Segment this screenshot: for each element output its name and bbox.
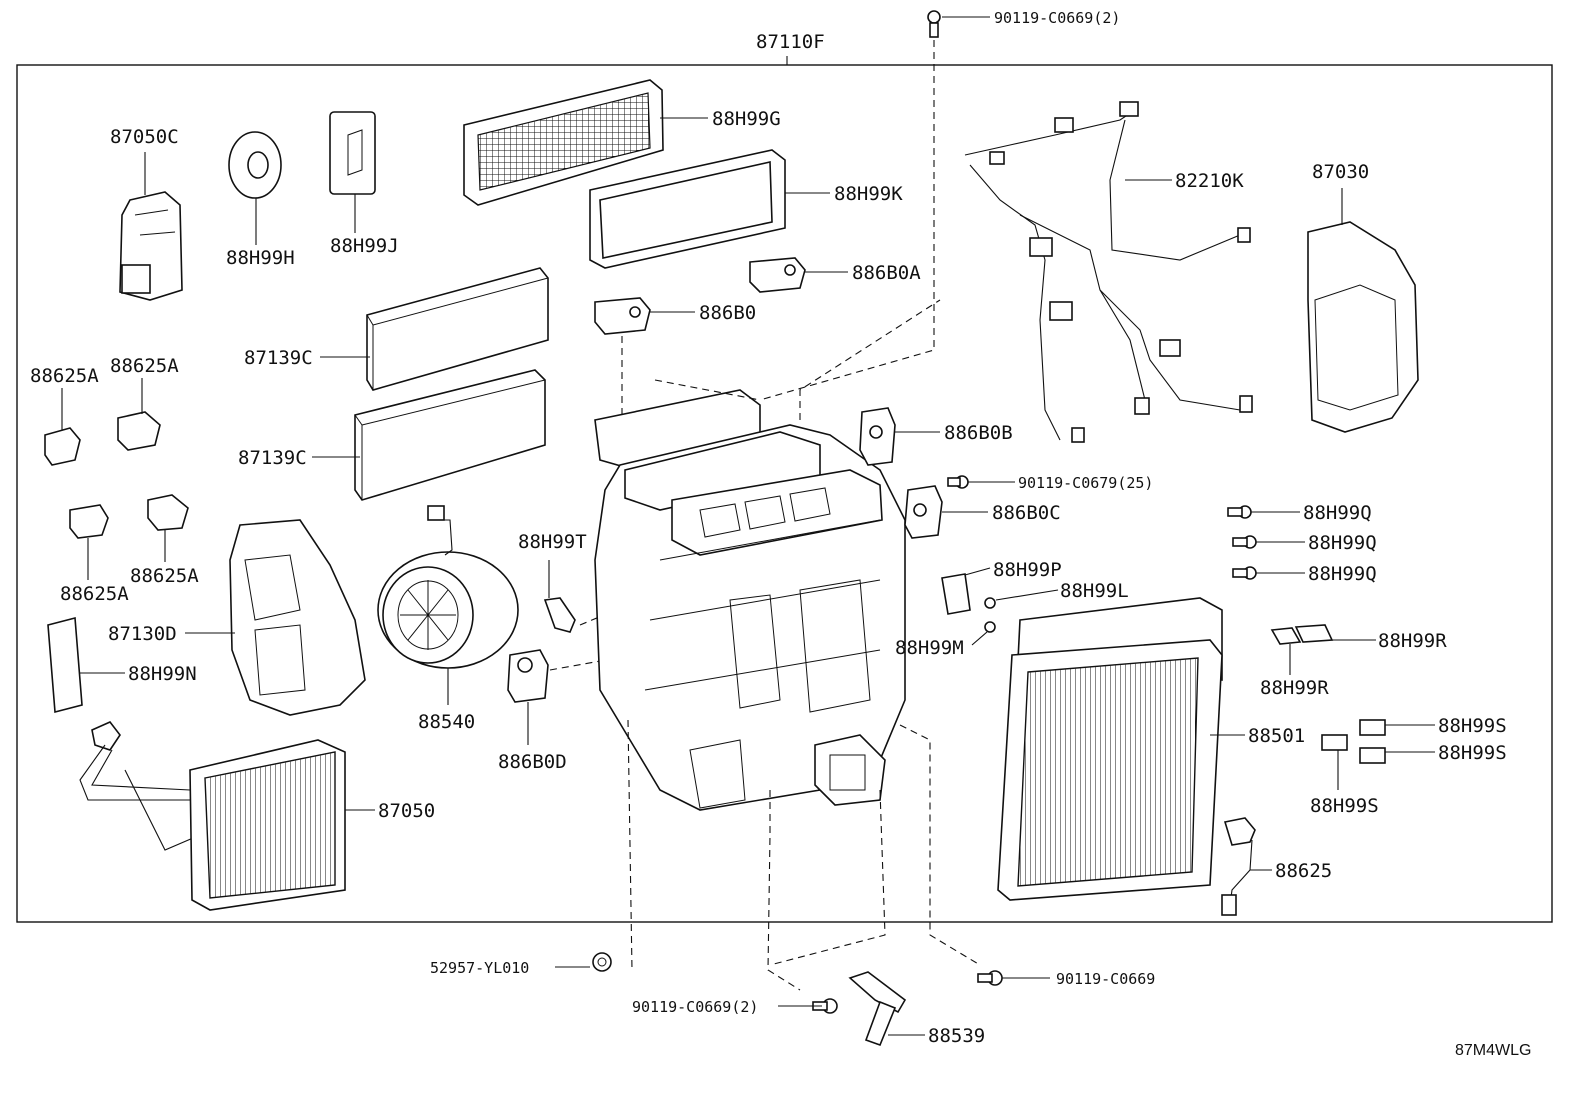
label-top-assembly: 87110F <box>756 31 825 53</box>
pad-88H99R-icon <box>1270 624 1334 645</box>
label-87139C-lower: 87139C <box>238 447 307 469</box>
label-82210K: 82210K <box>1175 170 1244 192</box>
oring-88H99M-icon <box>984 621 996 633</box>
evaporator-88501-icon <box>997 597 1223 901</box>
label-88625A-4: 88625A <box>130 565 199 587</box>
label-88501: 88501 <box>1248 725 1305 747</box>
label-90119-C0679: 90119-C0679(25) <box>1018 474 1153 492</box>
label-88H99L: 88H99L <box>1060 580 1129 602</box>
servo-886B0B-icon <box>859 407 896 466</box>
label-88625A-3: 88625A <box>60 583 129 605</box>
actuator-87050C-icon <box>119 191 183 301</box>
label-88625A-1: 88625A <box>30 365 99 387</box>
filter-frame-88H99K-icon <box>589 149 786 269</box>
wire-harness-82210K-icon <box>964 101 1253 443</box>
label-88H99T: 88H99T <box>518 531 587 553</box>
servo-886B0D-icon <box>507 649 549 703</box>
assembly-frame <box>16 64 1553 923</box>
blower-motor-88540-icon <box>377 505 519 669</box>
label-88H99P: 88H99P <box>993 559 1062 581</box>
label-52957-YL010: 52957-YL010 <box>430 959 529 977</box>
label-88H99S-2: 88H99S <box>1438 742 1507 764</box>
screw-88H99Q-1-icon <box>1227 505 1252 519</box>
bolt-top-icon <box>927 10 941 38</box>
label-88H99M: 88H99M <box>895 637 964 659</box>
filter-grid-88H99G-icon <box>463 79 664 206</box>
air-filter-87139C-lower-icon <box>354 369 546 501</box>
label-88H99R-1: 88H99R <box>1378 630 1447 652</box>
label-88625: 88625 <box>1275 860 1332 882</box>
label-88H99G: 88H99G <box>712 108 781 130</box>
sensor-88625A-3-icon <box>69 504 109 539</box>
label-886B0D: 886B0D <box>498 751 567 773</box>
label-88H99R-2: 88H99R <box>1260 677 1329 699</box>
label-88H99K: 88H99K <box>834 183 903 205</box>
label-88539: 88539 <box>928 1025 985 1047</box>
strip-88H99N-icon <box>47 616 83 714</box>
diagram-ref-code: 87M4WLG <box>1455 1042 1531 1059</box>
label-88625A-2: 88625A <box>110 355 179 377</box>
label-886B0C: 886B0C <box>992 502 1061 524</box>
label-87139C-upper: 87139C <box>244 347 313 369</box>
screw-88H99Q-3-icon <box>1232 566 1257 580</box>
duct-87030-icon <box>1307 221 1419 433</box>
label-87130D: 87130D <box>108 623 177 645</box>
heater-core-87050-icon <box>79 721 346 911</box>
servo-886B0C-icon <box>904 485 943 539</box>
label-87050C: 87050C <box>110 126 179 148</box>
label-90119-C0669-2-bottom: 90119-C0669(2) <box>632 998 758 1016</box>
sensor-88H99P-icon <box>941 573 971 615</box>
seal-ring-88H99H-icon <box>228 131 282 199</box>
label-88H99N: 88H99N <box>128 663 197 685</box>
hvac-unit-87110F-icon <box>594 389 906 811</box>
bolt-C0669-right-icon <box>977 970 1003 986</box>
label-87050: 87050 <box>378 800 435 822</box>
label-88H99S-1: 88H99S <box>1438 715 1507 737</box>
label-88H99Q-3: 88H99Q <box>1308 563 1377 585</box>
drain-hose-88539-icon <box>848 971 907 1047</box>
label-886B0A: 886B0A <box>852 262 921 284</box>
label-886B0: 886B0 <box>699 302 756 324</box>
oring-88H99L-icon <box>984 597 996 609</box>
servo-886B0A-icon <box>749 257 806 293</box>
screw-88H99Q-2-icon <box>1232 535 1257 549</box>
air-filter-87139C-upper-icon <box>366 267 549 391</box>
label-88H99J: 88H99J <box>330 235 399 257</box>
bolt-C0679-icon <box>947 475 969 489</box>
sensor-88625A-1-icon <box>44 427 81 466</box>
blower-case-87130D-icon <box>229 519 366 716</box>
label-88H99Q-2: 88H99Q <box>1308 532 1377 554</box>
sensor-88H99T-icon <box>543 597 576 633</box>
label-87030: 87030 <box>1312 161 1369 183</box>
servo-886B0-icon <box>594 297 651 335</box>
sensor-88625A-4-icon <box>147 494 189 531</box>
pad-88H99J-icon <box>329 111 376 195</box>
clip-52957-icon <box>592 952 612 972</box>
label-88H99Q-1: 88H99Q <box>1303 502 1372 524</box>
sensor-88625-icon <box>1221 817 1256 916</box>
label-88H99S-3: 88H99S <box>1310 795 1379 817</box>
label-886B0B: 886B0B <box>944 422 1013 444</box>
label-88540: 88540 <box>418 711 475 733</box>
label-top-bolt: 90119-C0669(2) <box>994 9 1120 27</box>
sensor-88625A-2-icon <box>117 411 161 451</box>
pad-88H99S-icon <box>1321 719 1386 764</box>
label-88H99H: 88H99H <box>226 247 295 269</box>
label-90119-C0669: 90119-C0669 <box>1056 970 1155 988</box>
